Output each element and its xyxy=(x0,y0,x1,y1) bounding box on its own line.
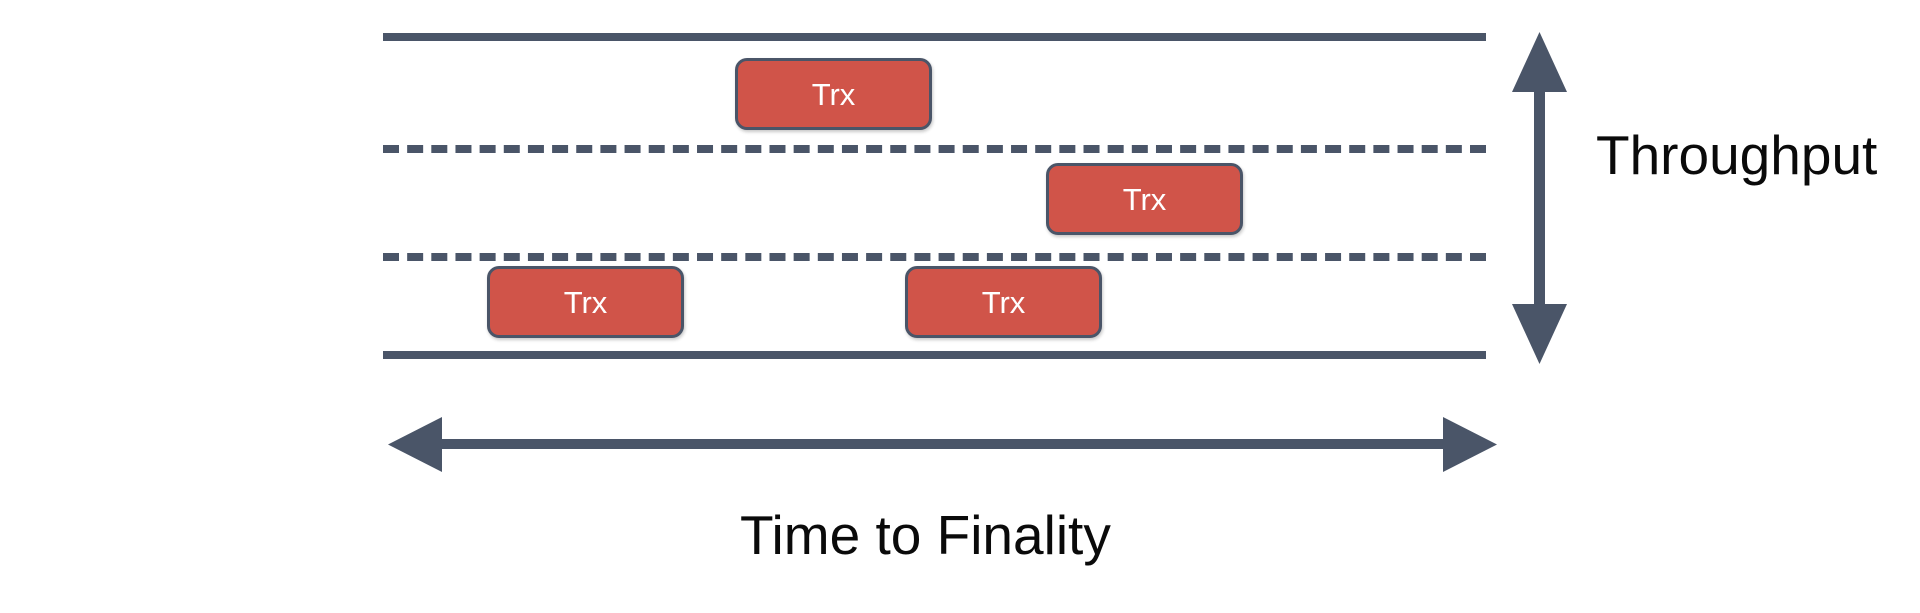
transaction-box[interactable]: Trx xyxy=(905,266,1102,338)
lane-divider-upper xyxy=(383,145,1486,153)
transaction-box[interactable]: Trx xyxy=(735,58,932,130)
throughput-axis-label: Throughput xyxy=(1596,124,1878,186)
transaction-label: Trx xyxy=(981,284,1026,320)
lane-boundary-top xyxy=(383,33,1486,41)
transaction-box[interactable]: Trx xyxy=(487,266,684,338)
transaction-label: Trx xyxy=(563,284,608,320)
transaction-box[interactable]: Trx xyxy=(1046,163,1243,235)
time-to-finality-axis-arrow-icon xyxy=(388,417,1497,472)
lane-divider-lower xyxy=(383,253,1486,261)
transaction-label: Trx xyxy=(811,76,856,112)
transaction-label: Trx xyxy=(1122,181,1167,217)
time-to-finality-axis-label: Time to Finality xyxy=(740,504,1111,566)
lane-boundary-bottom xyxy=(383,351,1486,359)
throughput-axis-arrow-icon xyxy=(1512,32,1567,364)
